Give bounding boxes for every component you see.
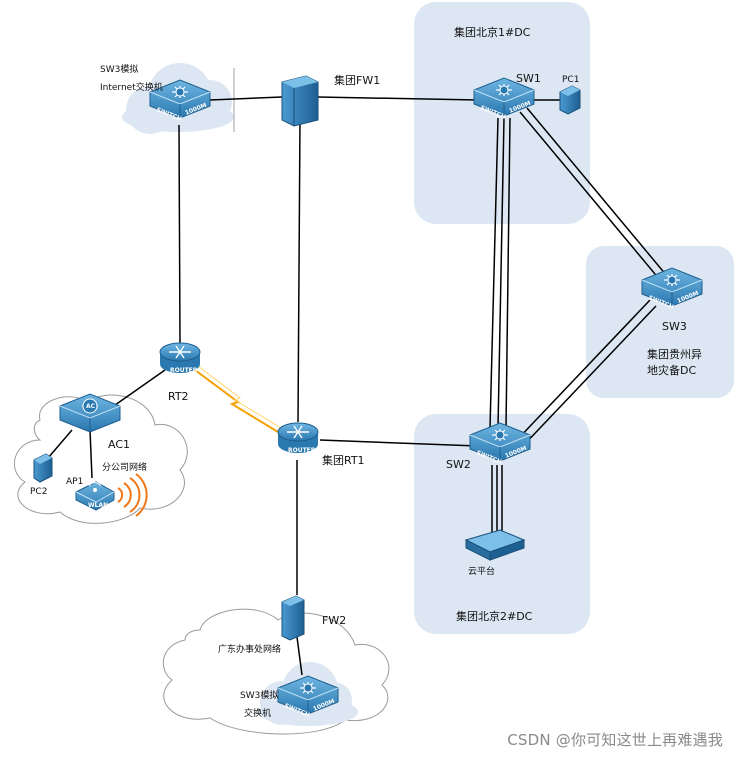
- link-ac1-pc2: [47, 429, 73, 459]
- rt1-router-icon: ROUTER: [277, 422, 319, 454]
- link-sw1-sw2-a: [489, 117, 499, 429]
- sw3-label: SW3: [662, 320, 687, 333]
- fw2-label: FW2: [322, 614, 346, 627]
- dc2-label: 集团北京2#DC: [456, 609, 533, 623]
- link-sw1-sw3-b: [526, 107, 668, 277]
- internet-cloud-label-1: SW3模拟: [100, 63, 138, 75]
- rt1-router-text: ROUTER: [288, 447, 316, 454]
- internet-cloud-label-2: Internet交换机: [100, 81, 163, 93]
- cloud-platform-label: 云平台: [468, 565, 495, 577]
- pc1-label: PC1: [562, 75, 579, 85]
- watermark: CSDN @你可知这世上再难遇我: [507, 731, 723, 749]
- link-internet-fw1: [209, 96, 283, 101]
- gd-switch-label-2: 交换机: [244, 707, 271, 719]
- link-fw1-rt1: [297, 117, 301, 423]
- ap1-access-point-icon: WLAN: [75, 481, 115, 511]
- guangdong-cloud-label: 广东办事处网络: [218, 643, 281, 655]
- fw1-label: 集团FW1: [334, 73, 380, 87]
- dc3-label-1: 集团贵州异: [647, 347, 702, 361]
- link-fw2-gdswitch: [296, 636, 303, 676]
- dc1-label: 集团北京1#DC: [454, 25, 531, 39]
- dc3-label-2: 地灾备DC: [647, 363, 696, 377]
- fw1-firewall-icon: [281, 75, 319, 127]
- fw2-firewall-icon: [281, 595, 305, 641]
- rt1-label: 集团RT1: [322, 453, 365, 467]
- rt2-label: RT2: [168, 390, 189, 403]
- serial-link-rt2-rt1: [194, 365, 282, 433]
- sw1-label: SW1: [516, 72, 541, 85]
- cloud-platform-server-icon: [464, 529, 526, 561]
- pc2-label: PC2: [30, 487, 47, 497]
- ac1-icon-text: AC: [86, 403, 96, 410]
- link-ac1-ap1: [89, 429, 93, 479]
- link-sw2-sw3-a: [514, 299, 651, 443]
- link-internet-rt2: [178, 124, 181, 346]
- ap1-icon-text: WLAN: [88, 502, 108, 509]
- link-sw1-sw2-b: [497, 117, 505, 429]
- ap1-label: AP1: [66, 477, 83, 487]
- pc2-icon: [33, 453, 53, 483]
- ac1-label: AC1: [108, 438, 130, 451]
- link-fw1-sw1: [317, 96, 479, 101]
- link-sw1-sw3-a: [519, 111, 661, 281]
- link-rt2-ac1: [107, 369, 166, 411]
- gd-switch-label-1: SW3模拟: [240, 689, 278, 701]
- wifi-signal-icon: [117, 473, 148, 517]
- link-rt1-sw2: [319, 439, 479, 447]
- ac1-controller-icon: AC: [59, 393, 121, 433]
- link-sw1-sw2-c: [505, 117, 511, 429]
- branch-cloud-label: 分公司网络: [102, 461, 147, 473]
- pc1-icon: [559, 85, 581, 115]
- rt2-router-text: ROUTER: [170, 367, 198, 374]
- rt2-router-icon: ROUTER: [159, 342, 201, 374]
- sw2-label: SW2: [446, 458, 471, 471]
- links: [47, 96, 668, 676]
- link-sw2-sw3-b: [520, 305, 657, 449]
- branch-cloud: [13, 394, 188, 524]
